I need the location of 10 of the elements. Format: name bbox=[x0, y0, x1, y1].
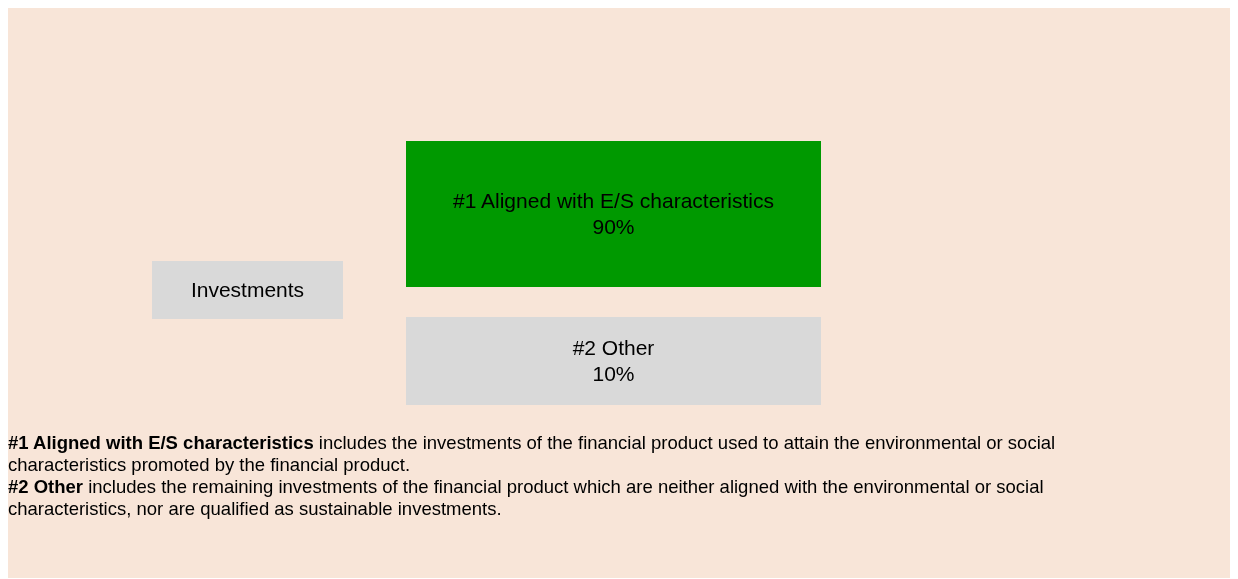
footnote: #2 Other includes the remaining investments of the financial product which are neither aligned with the environmental or social characteristics, nor are qualified as sustainable investments. bbox=[8, 476, 1045, 520]
category-name: Investments bbox=[190, 277, 305, 303]
percentage: 10% bbox=[592, 361, 635, 387]
category-box bbox=[152, 261, 343, 319]
category-box bbox=[406, 141, 821, 287]
footnote: #1 Aligned with E/S characteristics includes the investments of the financial product used to attain the environmental or social characteristics promoted by the financial product. bbox=[8, 432, 1057, 476]
category-name: #1 Aligned with E/S characteristics bbox=[453, 188, 774, 214]
category-name: #2 Other bbox=[572, 335, 655, 361]
category-box bbox=[406, 317, 821, 405]
percentage: 90% bbox=[592, 214, 635, 240]
